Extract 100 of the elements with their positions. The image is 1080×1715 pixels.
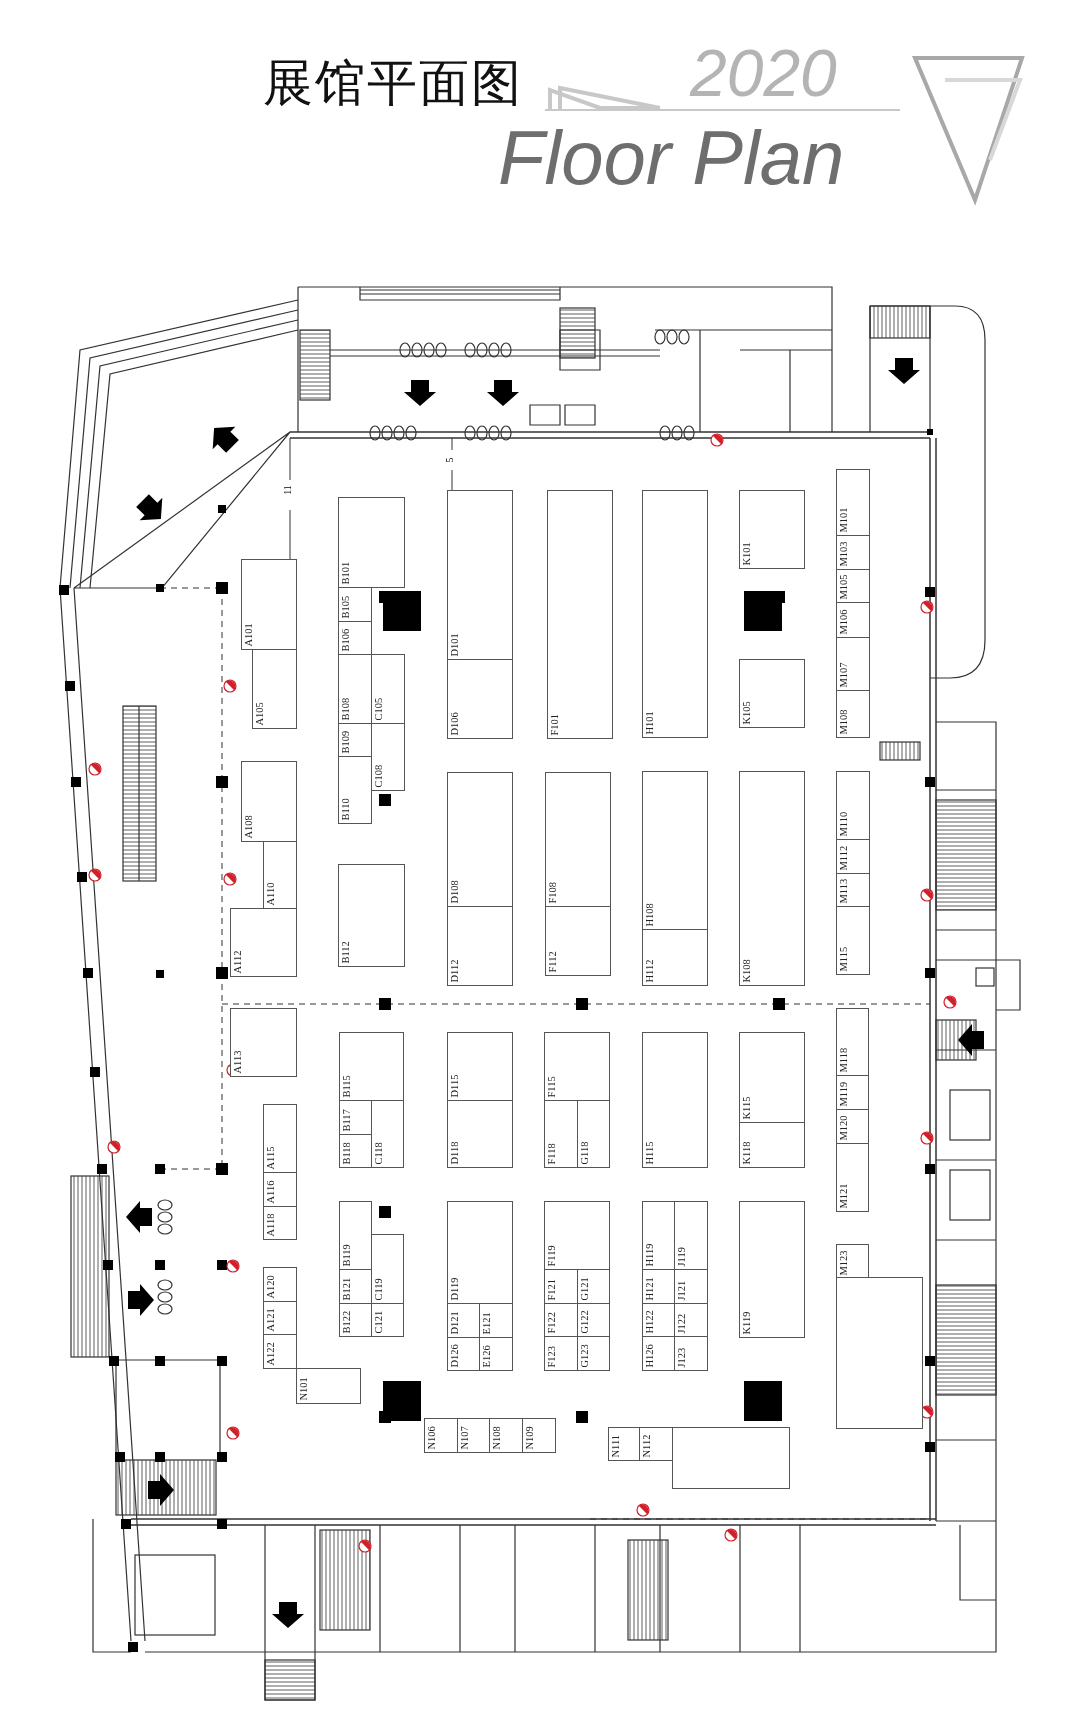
booth-number: F101 (550, 713, 561, 735)
booth (836, 906, 870, 975)
booth (263, 1104, 297, 1173)
booth (457, 1418, 491, 1453)
booth-number: J119 (677, 1246, 688, 1266)
booth-number: B122 (342, 1310, 353, 1333)
booth (577, 1336, 610, 1371)
booth-number: M103 (839, 540, 850, 566)
booth (739, 1122, 805, 1168)
booth (642, 1201, 675, 1270)
booth (739, 771, 805, 986)
booth-number: F112 (548, 950, 559, 972)
year-heading: 2020 (690, 40, 837, 106)
booth-number: M105 (839, 573, 850, 599)
booth-number: H112 (645, 959, 656, 982)
booth (836, 469, 870, 536)
booth-number: M121 (839, 1182, 850, 1208)
booth (836, 873, 870, 907)
booth-number: G123 (580, 1343, 591, 1367)
booth-number: A121 (266, 1307, 277, 1331)
booth-number: F123 (547, 1345, 558, 1367)
booth-number: A108 (244, 814, 255, 838)
booth-number: N109 (525, 1425, 536, 1449)
booth-number: B112 (341, 940, 352, 963)
booth-number: M115 (839, 946, 850, 971)
booth-number: H108 (645, 902, 656, 926)
booth-number: F118 (547, 1142, 558, 1164)
booth-number: G121 (580, 1276, 591, 1300)
booth (739, 490, 805, 569)
booth-number: B105 (341, 595, 352, 618)
booth (739, 1032, 805, 1123)
booth-number: M120 (839, 1114, 850, 1140)
booth (836, 1008, 869, 1076)
booth-number: G122 (580, 1309, 591, 1333)
booth-number: D119 (450, 1277, 461, 1300)
booth (339, 1032, 404, 1101)
booth-number: N101 (299, 1376, 310, 1400)
booth-number: H121 (645, 1276, 656, 1300)
booth (339, 1201, 372, 1270)
booth (338, 587, 372, 622)
booth (371, 654, 405, 724)
booth (522, 1418, 556, 1453)
booth-number: J122 (677, 1313, 688, 1333)
booth-number: E126 (482, 1344, 493, 1367)
booth (447, 772, 513, 907)
booth (371, 1234, 404, 1304)
booth-number: D101 (450, 632, 461, 656)
booth-number: B115 (342, 1074, 353, 1097)
booth-number: N111 (611, 1434, 622, 1457)
booth-number: H115 (645, 1141, 656, 1164)
booth-number: H119 (645, 1243, 656, 1266)
booth (371, 1303, 404, 1337)
booth (339, 1303, 372, 1337)
booth (836, 839, 870, 874)
booth (544, 1100, 578, 1168)
booth-number: G118 (580, 1141, 591, 1164)
booth (547, 490, 613, 739)
booth-number: M108 (839, 708, 850, 734)
booth (447, 490, 513, 660)
booth (545, 772, 611, 907)
booth-number: F121 (547, 1278, 558, 1300)
booth (836, 637, 870, 691)
booth-number: C119 (374, 1277, 385, 1300)
booth (338, 497, 405, 588)
booth-number: A116 (266, 1180, 277, 1203)
booth (836, 569, 870, 603)
booth-number: A120 (266, 1274, 277, 1298)
booth (836, 1244, 869, 1279)
booth (836, 535, 870, 570)
booth-number: D112 (450, 959, 461, 982)
booth (371, 723, 405, 791)
booth (479, 1337, 513, 1371)
booth-number: K108 (742, 958, 753, 982)
booth (447, 1100, 513, 1168)
booth-number: M118 (839, 1047, 850, 1072)
booth-number: E121 (482, 1311, 493, 1334)
booth-number: N112 (642, 1434, 653, 1457)
booth-number: J123 (677, 1347, 688, 1367)
booth (674, 1201, 708, 1270)
booth (544, 1201, 610, 1270)
booth-number: B117 (342, 1108, 353, 1131)
booth (296, 1368, 361, 1404)
booth (836, 1109, 869, 1144)
booth-number: M106 (839, 608, 850, 634)
booth (447, 1201, 513, 1304)
booth-number: J121 (677, 1280, 688, 1300)
booth (642, 490, 708, 738)
booth (674, 1336, 708, 1371)
booth-number: F119 (547, 1244, 558, 1266)
booth (836, 602, 870, 638)
booth (263, 841, 297, 909)
booth-outline (836, 1277, 923, 1429)
booth (642, 771, 708, 930)
booth (338, 864, 405, 967)
booth-number: B108 (341, 697, 352, 720)
booth-number: A112 (233, 950, 244, 973)
booth (639, 1427, 674, 1461)
booth-number: B121 (342, 1277, 353, 1300)
booth (489, 1418, 524, 1453)
booth-number: M101 (839, 506, 850, 532)
